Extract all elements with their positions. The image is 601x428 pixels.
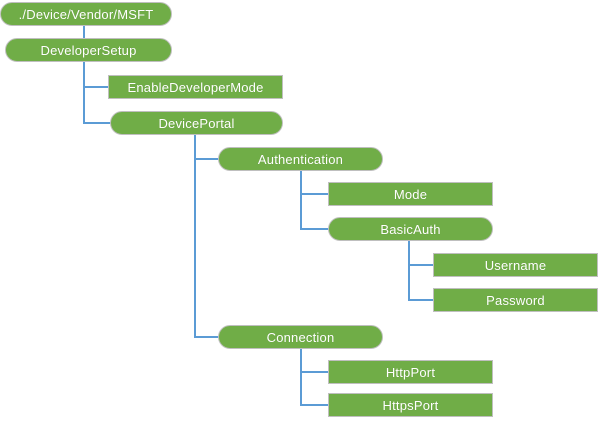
- connector-basicauth-to-username: [408, 241, 433, 266]
- tree-node-authentication[interactable]: Authentication: [218, 147, 383, 171]
- tree-node-enabledevelopermode[interactable]: EnableDeveloperMode: [108, 75, 283, 99]
- tree-node-connection[interactable]: Connection: [218, 325, 383, 349]
- tree-node-label: DeveloperSetup: [40, 42, 137, 58]
- tree-node-developersetup[interactable]: DeveloperSetup: [5, 38, 172, 62]
- connector-authentication-to-mode: [300, 171, 328, 195]
- connector-developersetup-to-enabledevelopermode: [83, 62, 108, 88]
- tree-node-password[interactable]: Password: [433, 288, 598, 312]
- tree-node-label: Connection: [266, 329, 335, 345]
- tree-node-root[interactable]: ./Device/Vendor/MSFT: [0, 2, 172, 26]
- tree-node-mode[interactable]: Mode: [328, 182, 493, 206]
- connector-connection-to-httpport: [300, 349, 328, 373]
- tree-node-label: EnableDeveloperMode: [127, 79, 264, 95]
- tree-node-label: Password: [486, 292, 545, 308]
- tree-node-deviceportal[interactable]: DevicePortal: [110, 111, 283, 135]
- tree-node-label: Username: [484, 257, 547, 273]
- tree-node-label: HttpPort: [385, 364, 436, 380]
- tree-node-label: DevicePortal: [158, 115, 235, 131]
- tree-node-label: BasicAuth: [380, 221, 441, 237]
- tree-node-label: Authentication: [257, 151, 344, 167]
- tree-node-basicauth[interactable]: BasicAuth: [328, 217, 493, 241]
- tree-node-label: HttpsPort: [382, 397, 439, 413]
- tree-node-label: ./Device/Vendor/MSFT: [18, 6, 154, 22]
- tree-node-label: Mode: [393, 186, 428, 202]
- tree-node-username[interactable]: Username: [433, 253, 598, 277]
- tree-node-httpsport[interactable]: HttpsPort: [328, 393, 493, 417]
- connector-connection-to-httpsport: [300, 349, 328, 406]
- tree-node-httpport[interactable]: HttpPort: [328, 360, 493, 384]
- connector-basicauth-to-password: [408, 241, 433, 301]
